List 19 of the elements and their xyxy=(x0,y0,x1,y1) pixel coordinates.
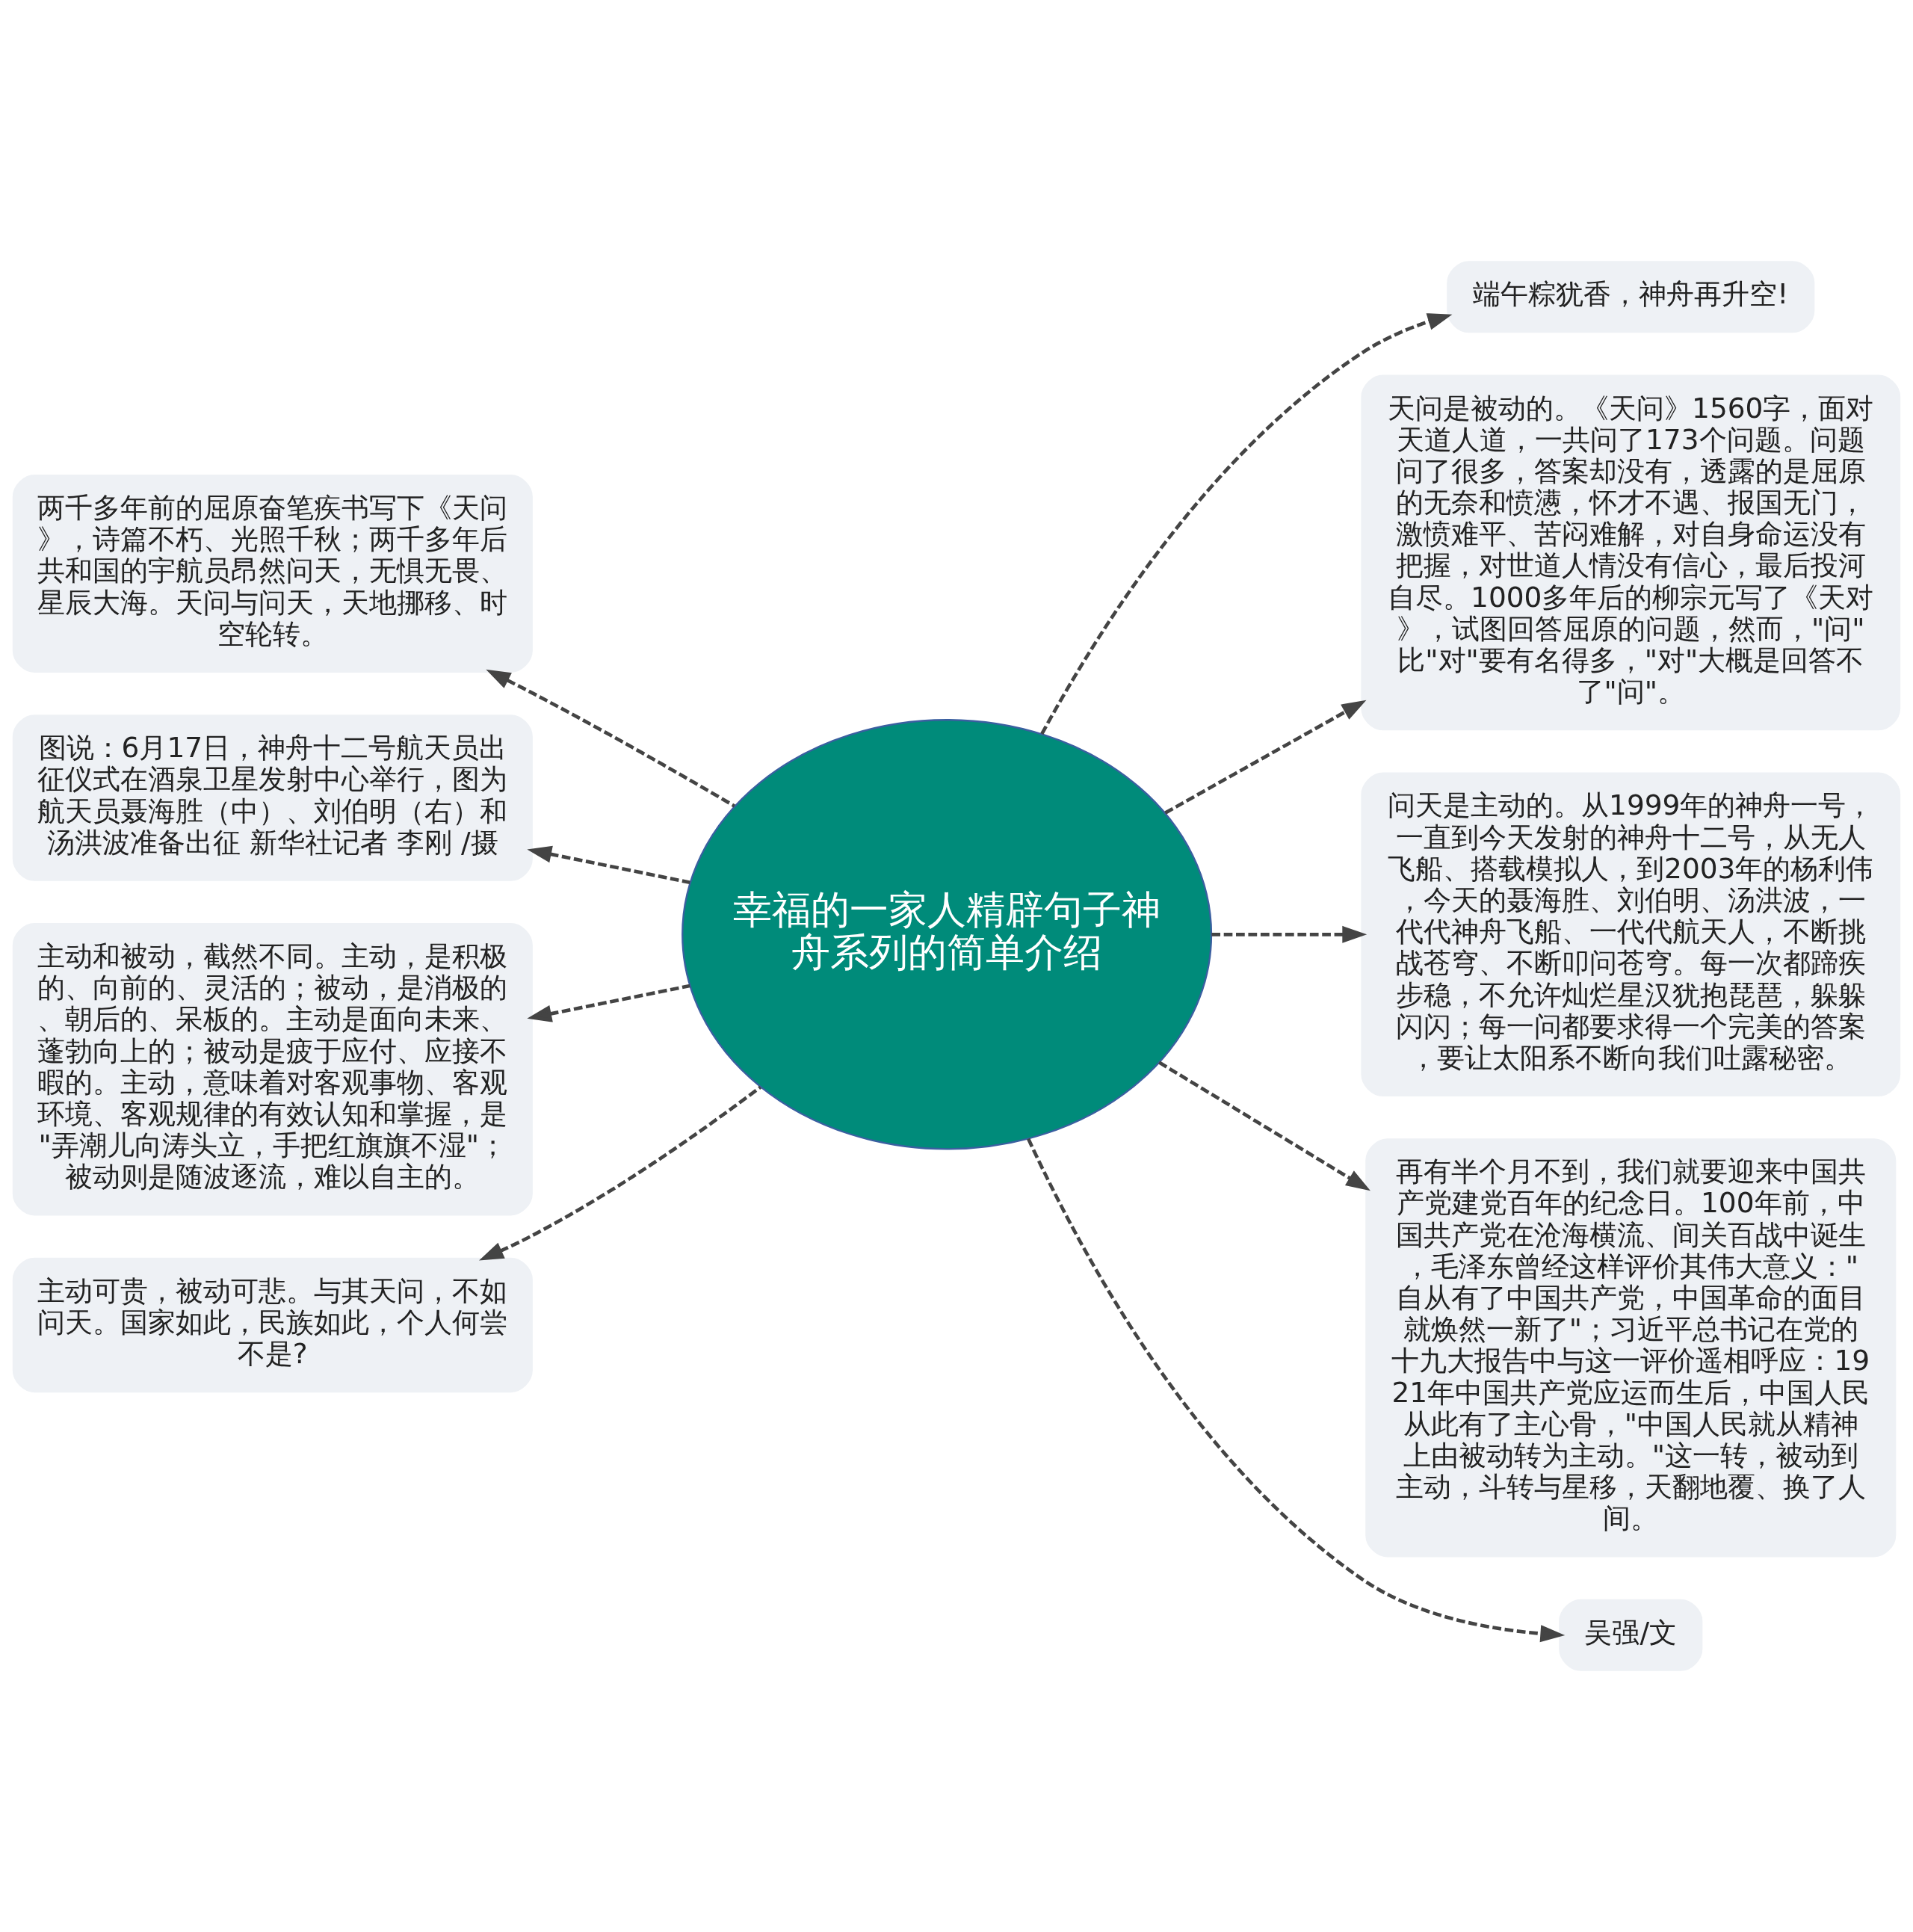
node-box: 再有半个月不到，我们就要迎来中国共产党建党百年的纪念日。100年前，中国共产党在沧海横流、间关百战中诞生，毛泽东曾经这样评价其伟大意义："自从有了中国共产党，中国革命的面目就焕然一新了"；习近平总书记在党的十九大报告中与这一评价遥相呼应：1921年中国共产党应运而生后，中国人民从此有了主心骨，"中国人民就从精神上由被动转为主动。"这一转，被动到主动，斗转与星移，天翻地覆、换了人间。 xyxy=(1365,1138,1897,1558)
node-box: 端午粽犹香，神舟再升空! xyxy=(1447,261,1815,333)
arrow xyxy=(1040,313,1453,735)
node-box: 天问是被动的。《天问》1560字，面对天道人道，一共问了173个问题。问题问了很多，答案却没有，透露的是屈原的无奈和愤懑，怀才不遇、报国无门，激愤难平、苦闷难解，对自身命运没有把握，对世道人情没有信心，最后投河自尽。1000多年后的柳宗元写了《天对》，试图回答屈原的问题，然而，"问"比"对"要有名得多，"对"大概是回答不了"问"。 xyxy=(1361,374,1901,731)
node-box: 主动和被动，截然不同。主动，是积极的、向前的、灵活的；被动，是消极的、朝后的、呆板的。主动是面向未来、蓬勃向上的；被动是疲于应付、应接不暇的。主动，意味着对客观事物、客观环境、客观规律的有效认知和掌握，是"弄潮儿向涛头立，手把红旗旗不湿"；被动则是随波逐流，难以自主的。 xyxy=(12,923,533,1216)
arrow xyxy=(527,984,690,1022)
arrow xyxy=(1164,700,1367,815)
arrow xyxy=(1158,1061,1370,1191)
arrow xyxy=(1027,1138,1566,1643)
arrow xyxy=(527,845,690,885)
node-box: 问天是主动的。从1999年的神舟一号，一直到今天发射的神舟十二号，从无人飞船、搭载模拟人，到2003年的杨利伟，今天的聂海胜、刘伯明、汤洪波，一代代神舟飞船、一代代航天人，不断挑战苍穹、不断叩问苍穹。每一次都蹄疾步稳，不允许灿烂星汉犹抱琵琶，躲躲闪闪；每一问都要求得一个完美的答案，要让太阳系不断向我们吐露秘密。 xyxy=(1361,772,1901,1097)
node-box: 两千多年前的屈原奋笔疾书写下《天问》，诗篇不朽、光照千秋；两千多年后共和国的宇航员昂然问天，无惧无畏、星辰大海。天问与问天，天地挪移、时空轮转。 xyxy=(12,475,533,673)
node-box: 主动可贵，被动可悲。与其天问，不如问天。国家如此，民族如此，个人何尝不是? xyxy=(12,1257,533,1393)
arrow xyxy=(1211,925,1367,943)
arrow xyxy=(479,1085,761,1261)
node-box: 吴强/文 xyxy=(1559,1599,1703,1671)
node-ellipse: 幸福的一家人精辟句子神舟系列的简单介绍 xyxy=(682,719,1213,1150)
node-box: 图说：6月17日，神舟十二号航天员出征仪式在酒泉卫星发射中心举行，图为航天员聂海胜（中）、刘伯明（右）和汤洪波准备出征 新华社记者 李刚 /摄 xyxy=(12,715,533,881)
arrow xyxy=(486,669,735,808)
